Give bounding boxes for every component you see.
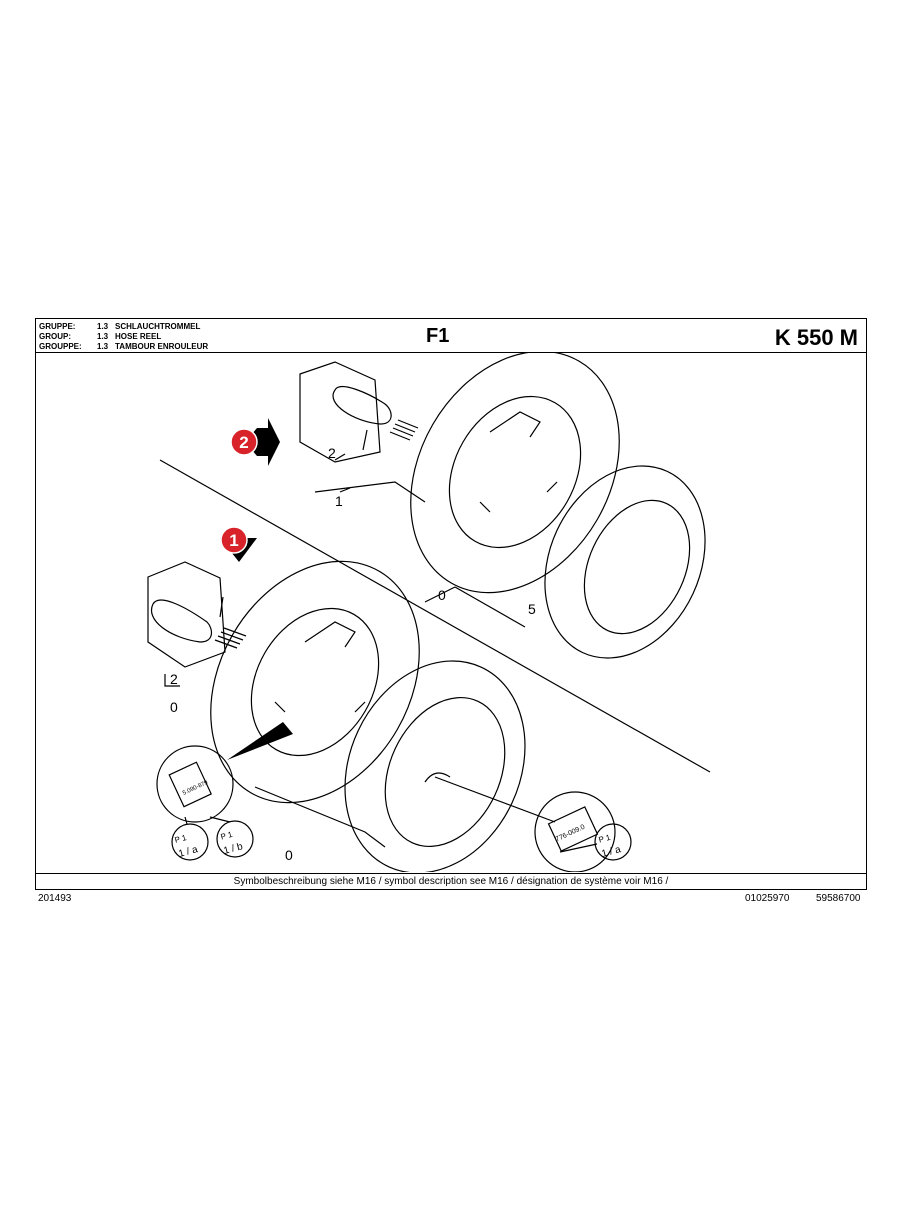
group-name: SCHLAUCHTROMMEL: [115, 322, 201, 331]
callout-number: 5: [528, 601, 536, 617]
sheet-id: F1: [426, 325, 450, 347]
leader-pp-c: [559, 843, 598, 853]
svg-text:2: 2: [239, 433, 248, 452]
group-row-de: GRUPPE: 1.3 SCHLAUCHTROMMEL: [39, 322, 208, 332]
pp-symbol-top: P 1: [220, 830, 234, 842]
callout-number: 0: [438, 587, 446, 603]
reel-disk-hub-top: [448, 395, 582, 549]
spring: [214, 627, 247, 649]
reel-ring-inner-top: [583, 499, 691, 635]
pp-symbol-circle: [171, 823, 209, 861]
leader-1-top: [314, 481, 426, 503]
pp-symbol-circle: [594, 823, 632, 861]
disk-clips-bottom: [274, 621, 366, 713]
model-name: K 550 M: [774, 325, 858, 350]
group-labels: GRUPPE: 1.3 SCHLAUCHTROMMEL GROUP: 1.3 H…: [39, 322, 208, 352]
label-plate-b: [547, 806, 599, 852]
spring: [389, 419, 419, 441]
sheet-header: GRUPPE: 1.3 SCHLAUCHTROMMEL GROUP: 1.3 H…: [36, 319, 866, 353]
pp-symbol-text: 1 / a: [600, 844, 622, 860]
callout-number: 0: [170, 699, 178, 715]
part-number: 59586700: [816, 893, 861, 904]
group-name: TAMBOUR ENROULEUR: [115, 342, 209, 351]
group-number: 1.3: [97, 342, 109, 351]
pin: [219, 596, 224, 618]
pp-symbol-top: P 1: [174, 833, 188, 845]
callout-number: 1: [335, 493, 343, 509]
group-number: 1.3: [97, 332, 109, 341]
svg-text:1: 1: [229, 531, 238, 550]
handle-grip: [150, 599, 212, 643]
callout-number: 2: [170, 671, 178, 687]
doc-number: 01025970: [745, 893, 790, 904]
pp-symbol-text: 1 / b: [222, 841, 244, 857]
leader-0-top: [424, 586, 526, 628]
group-row-fr: GROUPPE: 1.3 TAMBOUR ENROULEUR: [39, 342, 208, 352]
handle-detail-frame: [147, 561, 226, 668]
group-number: 1.3: [97, 322, 109, 331]
leader-2-top: [334, 453, 346, 461]
parts-sheet: GRUPPE: 1.3 SCHLAUCHTROMMEL GROUP: 1.3 H…: [35, 318, 867, 890]
pin: [362, 429, 368, 451]
group-key: GRUPPE:: [39, 322, 76, 331]
label-detail-circle-b: [534, 791, 616, 872]
left-code: 201493: [38, 893, 72, 904]
handle-detail-frame: [299, 361, 381, 463]
pp-symbol-top: P 1: [598, 833, 612, 845]
leader-pp-a: [184, 816, 188, 825]
symbol-note: Symbolbeschreibung siehe M16 / symbol de…: [36, 873, 866, 889]
disk-clips-top: [479, 411, 558, 513]
reel-disk-bottom: [210, 560, 420, 804]
exploded-view-drawing: 2 1 2 1 0 5 2 0 0 5.090-879 776-009.0 P …: [147, 352, 711, 872]
leader-pp-b: [209, 816, 231, 823]
pp-symbol-circle: [216, 820, 254, 858]
variant-badge-2: 2: [230, 418, 280, 466]
group-key: GROUP:: [39, 332, 71, 341]
variant-badge-1: 1: [220, 526, 257, 562]
variant-divider-line: [159, 459, 711, 773]
reel-ring-inner-bottom: [384, 696, 506, 848]
leader-0-bottom: [254, 786, 386, 848]
handle-grip: [332, 385, 392, 425]
leader-2-bottom: [164, 674, 180, 687]
reel-ring-top: [544, 465, 706, 659]
reel-disk-top: [410, 352, 620, 594]
callout-number: 0: [285, 847, 293, 863]
label-plate-text: 776-009.0: [555, 824, 587, 844]
callout-number: 2: [328, 445, 336, 461]
rotation-arrow: [424, 772, 451, 783]
pp-symbol-text: 1 / a: [177, 844, 199, 860]
group-key: GROUPPE:: [39, 342, 82, 351]
label-detail-circle-a: [156, 745, 234, 823]
group-row-en: GROUP: 1.3 HOSE REEL: [39, 332, 208, 342]
reel-ring-bottom: [344, 660, 526, 872]
detail-wedge: [227, 722, 293, 760]
label-plate-a: [168, 761, 212, 808]
group-name: HOSE REEL: [115, 332, 162, 341]
reel-disk-hub-bottom: [250, 607, 380, 757]
label-pointer-line: [434, 776, 556, 823]
label-plate-text: 5.090-879: [182, 780, 210, 797]
